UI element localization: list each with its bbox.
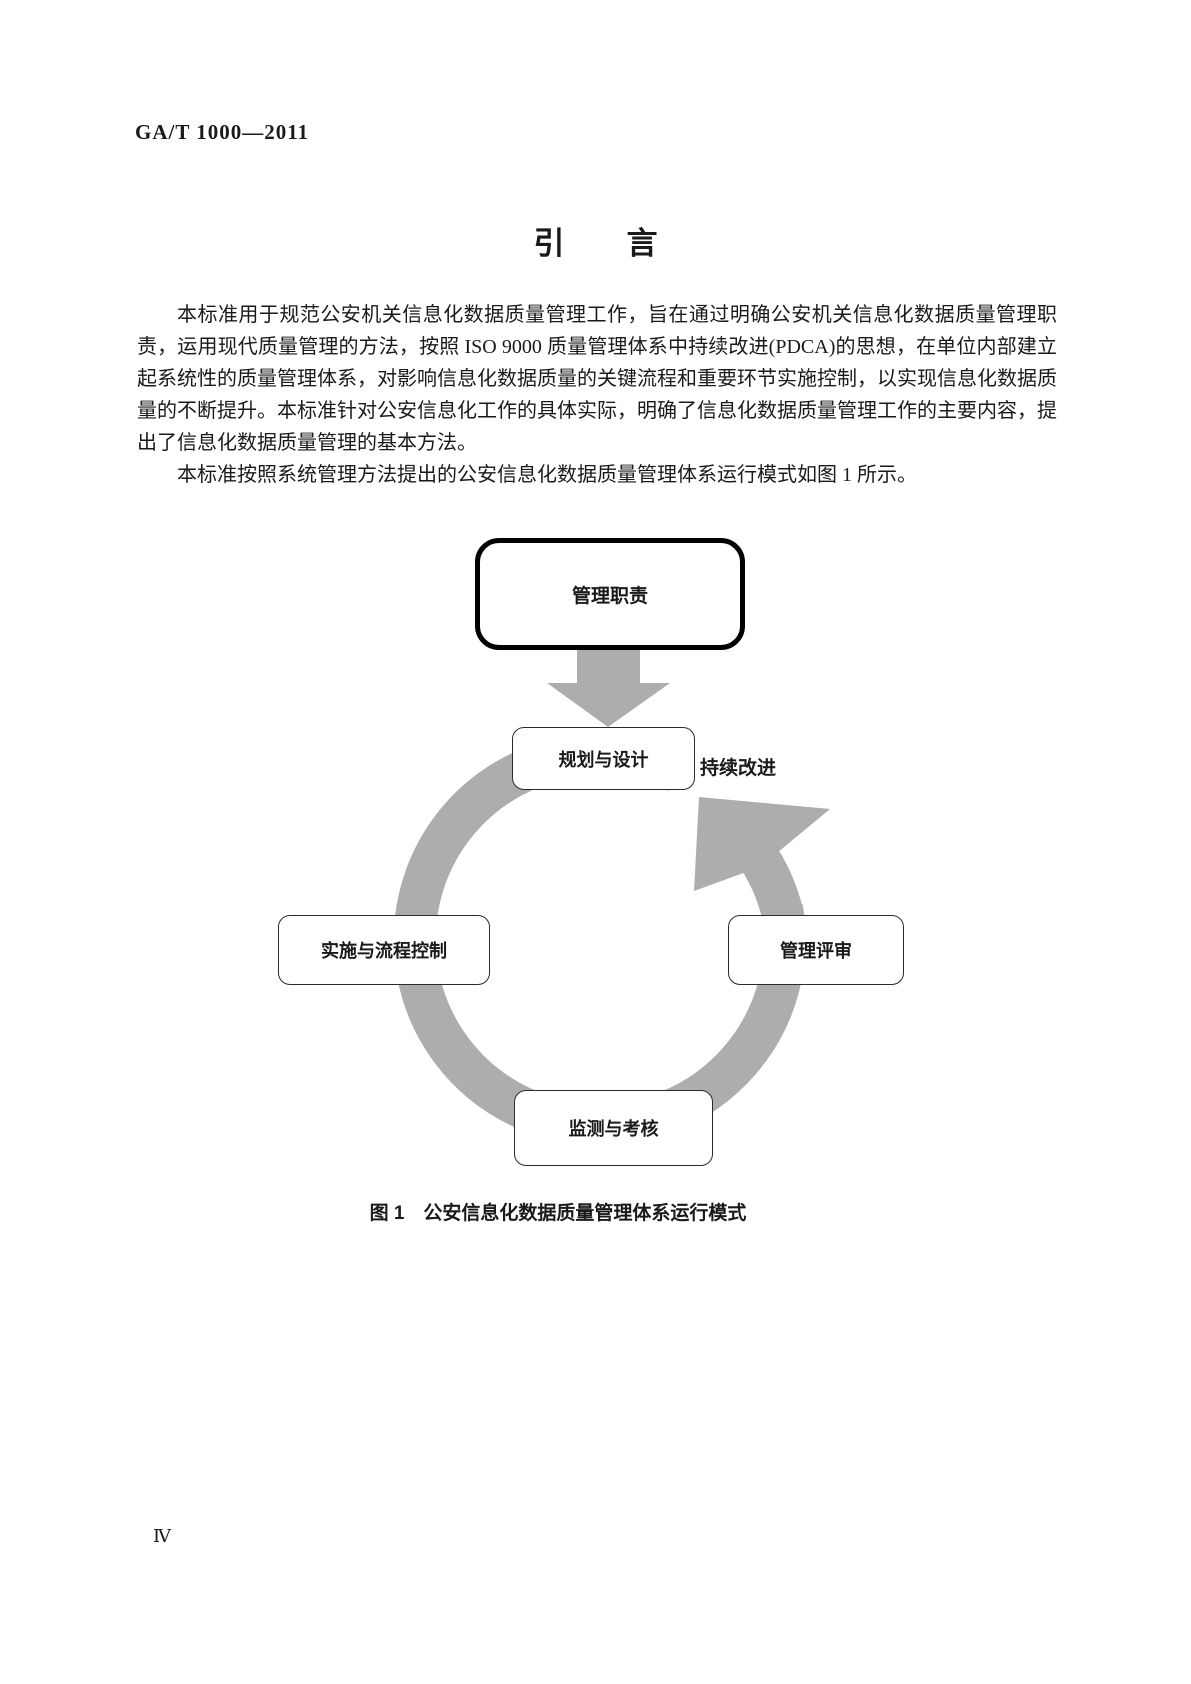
node-management-review: 管理评审 <box>728 915 904 985</box>
standard-number: GA/T 1000—2011 <box>135 120 310 144</box>
page-number: Ⅳ <box>153 1526 171 1546</box>
cycle-arrowhead-icon <box>694 797 830 891</box>
node-label: 管理评审 <box>780 941 852 961</box>
node-management-responsibility: 管理职责 <box>475 538 745 650</box>
down-arrow-icon <box>547 650 670 727</box>
node-monitoring-assessment: 监测与考核 <box>514 1090 713 1166</box>
node-label: 规划与设计 <box>558 749 649 770</box>
page-title: 引 言 <box>533 226 658 261</box>
node-planning-design: 规划与设计 <box>512 727 695 790</box>
node-label: 管理职责 <box>571 585 648 607</box>
figure-caption: 图 1 公安信息化数据质量管理体系运行模式 <box>369 1203 747 1224</box>
paragraph: 本标准按照系统管理方法提出的公安信息化数据质量管理体系运行模式如图 1 所示。 <box>177 464 917 486</box>
continuous-improvement-label: 持续改进 <box>700 758 777 779</box>
node-label: 监测与考核 <box>568 1119 659 1139</box>
node-label: 实施与流程控制 <box>321 941 447 961</box>
introduction-text: 本标准用于规范公安机关信息化数据质量管理工作，旨在通过明确公安机关信息化数据质量… <box>137 299 1057 491</box>
node-implementation-process-control: 实施与流程控制 <box>278 915 490 985</box>
paragraph: 本标准用于规范公安机关信息化数据质量管理工作，旨在通过明确公安机关信息化数据质量… <box>137 304 1057 454</box>
